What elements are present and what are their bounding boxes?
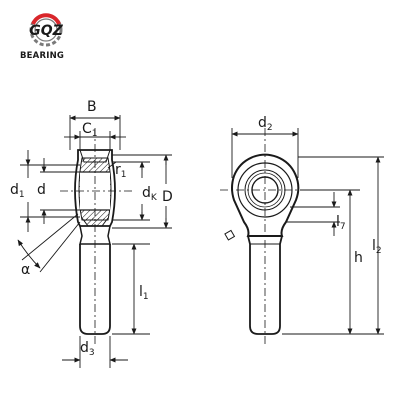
label-d1: d1 xyxy=(10,182,25,200)
front-view xyxy=(220,128,312,345)
label-l7: l7 xyxy=(336,214,346,232)
logo-brand-name: BEARING xyxy=(20,51,65,61)
label-l1: l1 xyxy=(139,284,149,302)
label-D: D xyxy=(162,189,173,205)
grease-nipple xyxy=(224,229,236,241)
shank xyxy=(79,244,111,335)
label-B: B xyxy=(87,99,97,115)
front-shank xyxy=(247,235,283,335)
label-dK: dK xyxy=(142,185,158,203)
label-d2: d2 xyxy=(258,115,273,133)
label-r1: r1 xyxy=(115,162,127,180)
label-h: h xyxy=(354,250,363,266)
housing-outline xyxy=(231,153,300,237)
front-dimensions xyxy=(231,128,384,335)
head-outline xyxy=(74,149,116,227)
gear-icon xyxy=(29,13,63,47)
label-l2: l2 xyxy=(372,238,382,256)
label-d: d xyxy=(37,182,46,198)
label-C1: C1 xyxy=(82,121,98,139)
side-dimensions xyxy=(17,115,172,368)
side-section-view xyxy=(60,128,135,345)
brand-logo: GQZ xyxy=(29,13,64,47)
logo-mark: GQZ xyxy=(29,23,63,39)
label-d3: d3 xyxy=(80,340,95,358)
dimension-labels: B C1 d1 d r1 dK D α l1 d3 d2 l7 h l2 xyxy=(10,99,382,358)
label-alpha: α xyxy=(21,262,30,278)
